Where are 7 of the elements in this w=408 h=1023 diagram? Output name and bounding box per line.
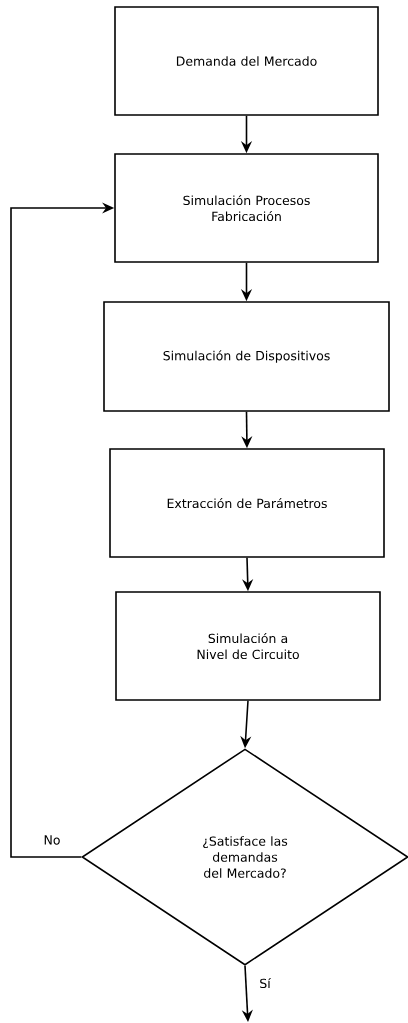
edge-label: No (42, 834, 62, 846)
process-box: Extracción de Parámetros (109, 448, 385, 558)
process-box: Demanda del Mercado (114, 6, 379, 116)
process-box: Simulación Procesos Fabricación (114, 153, 379, 263)
process-box: Simulación de Dispositivos (103, 301, 390, 412)
edge-label: Sí (258, 976, 272, 990)
process-box: Simulación a Nivel de Circuito (115, 591, 381, 701)
